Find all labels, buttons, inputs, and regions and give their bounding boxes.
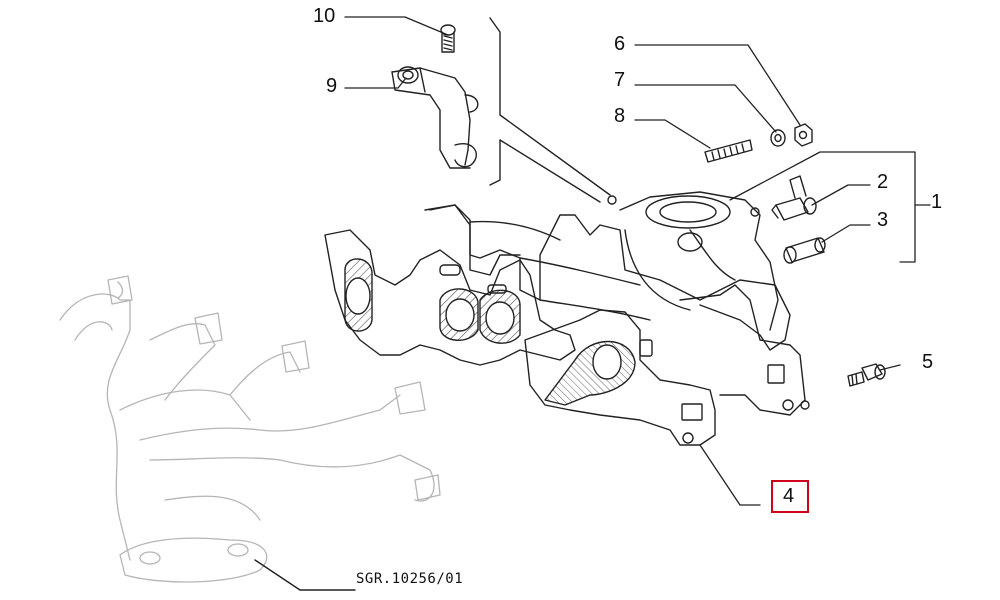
fitting-2 [771, 175, 817, 221]
pipe-3 [783, 237, 826, 264]
intake-gasket-lower [524, 309, 716, 446]
bolt-10 [440, 24, 456, 53]
nut-6 [794, 123, 813, 147]
callout-9[interactable]: 9 [326, 75, 338, 97]
manifold-flange [424, 204, 810, 416]
intake-gasket-upper [324, 229, 576, 366]
drawing-reference-code: SGR.10256/01 [356, 571, 464, 587]
stud-8 [704, 139, 753, 163]
callout-6[interactable]: 6 [614, 33, 626, 55]
callout-1[interactable]: 1 [931, 191, 943, 213]
leader-lines [344, 16, 931, 506]
callout-2[interactable]: 2 [877, 171, 889, 193]
reference-leader [254, 559, 301, 591]
callout-7[interactable]: 7 [614, 69, 626, 91]
callout-10[interactable]: 10 [313, 5, 336, 27]
selected-part-highlight [771, 480, 809, 513]
callout-3[interactable]: 3 [877, 209, 889, 231]
callout-8[interactable]: 8 [614, 105, 626, 127]
callout-5[interactable]: 5 [922, 351, 934, 373]
intake-manifold [429, 191, 791, 357]
bolt-5 [847, 363, 886, 387]
exhaust-manifold-ghost [59, 275, 441, 583]
callout-4[interactable]: 4 [783, 485, 795, 507]
panel-divider [489, 17, 611, 196]
bracket-part [391, 66, 479, 169]
washer-7 [770, 129, 786, 147]
